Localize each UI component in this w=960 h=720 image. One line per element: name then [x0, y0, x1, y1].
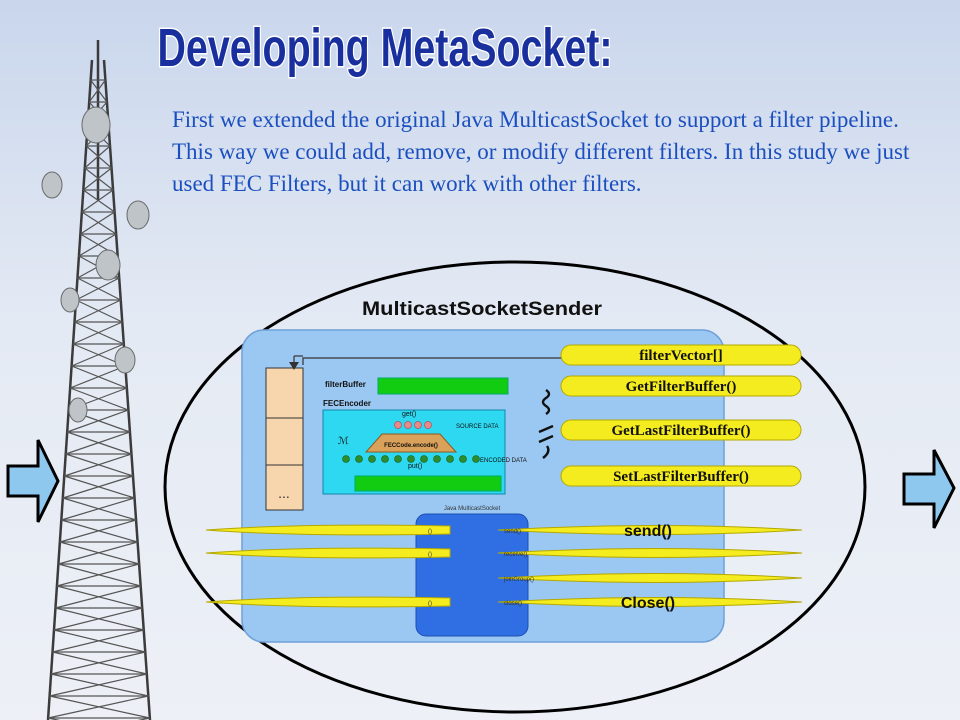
svg-text:get(): get()	[402, 411, 416, 418]
svg-text:SOURCE DATA: SOURCE DATA	[456, 424, 498, 430]
svg-text:FECCode.encode(): FECCode.encode()	[384, 443, 438, 449]
method-pill-3: SetLastFilterBuffer()	[560, 465, 802, 487]
boundary-ellipse	[163, 260, 867, 714]
filter-buffer-stack: ...	[265, 367, 304, 511]
call-row-0: () send()	[205, 524, 803, 536]
metasocket-diagram: MulticastSocketSender ... filterBuffer F…	[163, 260, 867, 714]
svg-text:(): ()	[428, 529, 432, 535]
next-slide-arrow[interactable]	[902, 448, 956, 534]
svg-text:GetFilterBuffer(): GetFilterBuffer()	[626, 379, 737, 395]
diagram-title: MulticastSocketSender	[362, 299, 603, 320]
call-row-3: () close()	[205, 596, 803, 608]
svg-text:(): ()	[428, 601, 432, 607]
method-pill-2: GetLastFilterBuffer()	[560, 419, 802, 441]
svg-text:...: ...	[278, 485, 290, 501]
call-row-1: () receive()	[205, 547, 803, 559]
filter-buffer-bar	[377, 377, 509, 395]
svg-text:GetLastFilterBuffer(): GetLastFilterBuffer()	[611, 423, 750, 439]
tower-image	[41, 40, 152, 720]
prev-slide-arrow[interactable]	[6, 436, 60, 526]
svg-text:Java MulticastSocket: Java MulticastSocket	[444, 506, 501, 512]
close-label: Close()	[621, 595, 675, 612]
filter-buffer-label: filterBuffer	[325, 380, 366, 389]
svg-text:filterVector[]: filterVector[]	[639, 348, 723, 364]
slide-title: Developing MetaSocket:	[156, 17, 614, 80]
svg-text:close(): close()	[504, 601, 522, 607]
svg-text:ENCODED DATA: ENCODED DATA	[480, 458, 527, 464]
encoded-bar	[354, 475, 502, 492]
body-paragraph: First we extended the original Java Mult…	[172, 107, 910, 196]
send-label: send()	[624, 523, 672, 540]
svg-text:put(): put()	[408, 463, 422, 470]
method-pill-0: filterVector[]	[560, 344, 802, 366]
method-pills: filterVector[] GetFilterBuffer() GetLastFi…	[560, 344, 802, 487]
svg-text:joinGroup(): joinGroup()	[503, 577, 534, 583]
svg-text:ℳ: ℳ	[338, 436, 349, 447]
call-row-2: joinGroup()	[497, 573, 803, 583]
svg-text:Developing MetaSocket:: Developing MetaSocket:	[158, 18, 613, 78]
svg-text:(): ()	[428, 552, 432, 558]
squiggle	[538, 389, 554, 459]
method-pill-1: GetFilterBuffer()	[560, 375, 802, 397]
fec-encoder-label: FECEncoder	[323, 399, 371, 408]
svg-text:send(): send()	[504, 529, 521, 535]
svg-text:SetLastFilterBuffer(): SetLastFilterBuffer()	[613, 469, 749, 485]
svg-text:receive(): receive()	[504, 552, 527, 558]
encode-trapezoid	[364, 433, 458, 453]
